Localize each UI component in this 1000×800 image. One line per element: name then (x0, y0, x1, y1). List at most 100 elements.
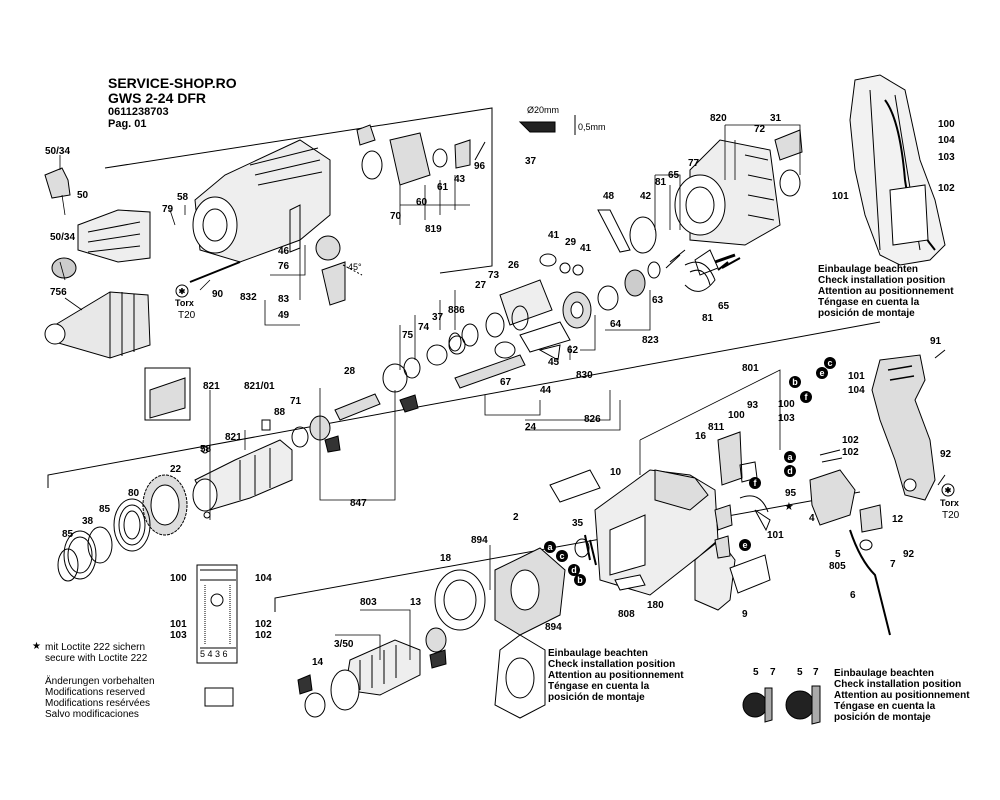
part-label: 44 (540, 385, 552, 396)
part-label: 100 (938, 119, 955, 130)
callout-marker: f (800, 391, 812, 403)
part-label: 819 (425, 224, 442, 235)
part-label: 847 (350, 498, 367, 509)
part-label: 61 (437, 182, 449, 193)
part-label: 42 (640, 191, 652, 202)
part-label: 71 (290, 396, 302, 407)
part-label: 5 (797, 667, 803, 678)
upper-parts (356, 115, 576, 186)
callout-marker: f (749, 477, 761, 489)
callout-markers: a c d b b e c a d f e f (544, 357, 836, 586)
part-label: 22 (170, 464, 182, 475)
torx-badge-left: ✱ Torx T20 (175, 284, 196, 321)
part-label: 103 (170, 630, 187, 641)
chuck-group (44, 167, 151, 359)
part-label: 65 (668, 170, 680, 181)
part-label: 41 (580, 243, 592, 254)
svg-text:c: c (559, 551, 564, 561)
part-label: 5 (753, 667, 759, 678)
part-labels: 50/34 50 50/34 756 79 58 90 46 76 832 83… (45, 113, 955, 678)
part-label: 38 (82, 516, 94, 527)
wiring-terminals: 5 4 3 6 (200, 649, 228, 659)
dimension-thickness: 0,5mm (578, 122, 606, 132)
part-label: 96 (474, 161, 486, 172)
part-label: 100 (170, 573, 187, 584)
part-label: 92 (940, 449, 952, 460)
part-label: 85 (99, 504, 111, 515)
part-label: 104 (255, 573, 272, 584)
part-label: 102 (842, 435, 859, 446)
part-label: 26 (508, 260, 520, 271)
part-label: 823 (642, 335, 659, 346)
part-label: 12 (892, 514, 904, 525)
part-label: 10 (610, 467, 622, 478)
part-label: 830 (576, 370, 593, 381)
part-label: 7 (770, 667, 776, 678)
part-label: 102 (255, 619, 272, 630)
star-marker: ★ (784, 501, 794, 513)
part-label: 4 (809, 513, 815, 524)
part-label: 826 (584, 414, 601, 425)
svg-text:c: c (827, 358, 832, 368)
selector-knob (315, 235, 363, 306)
part-label: 886 (448, 305, 465, 316)
part-label: 101 (848, 371, 865, 382)
page-number: Pag. 01 (108, 118, 147, 130)
part-label: 821/01 (244, 381, 275, 392)
detail-inset (144, 367, 191, 421)
svg-text:e: e (819, 368, 824, 378)
install-detail-right (742, 685, 821, 725)
leader-lines (59, 124, 801, 660)
part-label: 7 (813, 667, 819, 678)
part-label: 7 (890, 559, 896, 570)
part-label: 88 (274, 407, 286, 418)
part-label: 18 (440, 553, 452, 564)
svg-text:f: f (805, 392, 809, 402)
part-label: 41 (548, 230, 560, 241)
svg-text:b: b (577, 575, 583, 585)
part-label: 811 (708, 422, 725, 433)
part-label: 58 (177, 192, 189, 203)
part-label: 35 (572, 518, 584, 529)
part-label: 67 (500, 377, 512, 388)
part-label: 102 (255, 630, 272, 641)
part-label: 14 (312, 657, 324, 668)
svg-text:T20: T20 (178, 310, 196, 321)
part-label: 5 (835, 549, 841, 560)
part-label: 48 (603, 191, 615, 202)
part-label: 103 (938, 152, 955, 163)
part-label: 756 (50, 287, 67, 298)
part-label: 37 (432, 312, 444, 323)
part-number: 0611238703 (108, 106, 169, 118)
part-label: 101 (832, 191, 849, 202)
spindle-group (261, 335, 466, 453)
part-label: 95 (785, 488, 797, 499)
part-label: 101 (767, 530, 784, 541)
part-label: 805 (829, 561, 846, 572)
wiring-schematic (196, 564, 238, 707)
part-label: 64 (610, 319, 622, 330)
svg-text:Torx: Torx (940, 498, 959, 508)
shop-name: SERVICE-SHOP.RO (108, 75, 237, 91)
part-label: 79 (162, 204, 174, 215)
callout-marker: b (789, 376, 801, 388)
svg-text:✱: ✱ (179, 287, 186, 296)
frame-line-mid (47, 321, 881, 488)
svg-text:✱: ✱ (945, 486, 952, 495)
part-label: 894 (545, 622, 562, 633)
part-label: 102 (842, 447, 859, 458)
impact-housing (597, 129, 803, 292)
part-label: 74 (418, 322, 430, 333)
part-label: 90 (212, 289, 224, 300)
handle-group (871, 349, 946, 501)
frame-line-top (104, 107, 493, 274)
svg-text:d: d (571, 565, 577, 575)
part-label: 100 (778, 399, 795, 410)
part-label: 820 (710, 113, 727, 124)
part-label: 81 (655, 177, 667, 188)
part-label: 75 (402, 330, 414, 341)
part-label: 91 (930, 336, 942, 347)
